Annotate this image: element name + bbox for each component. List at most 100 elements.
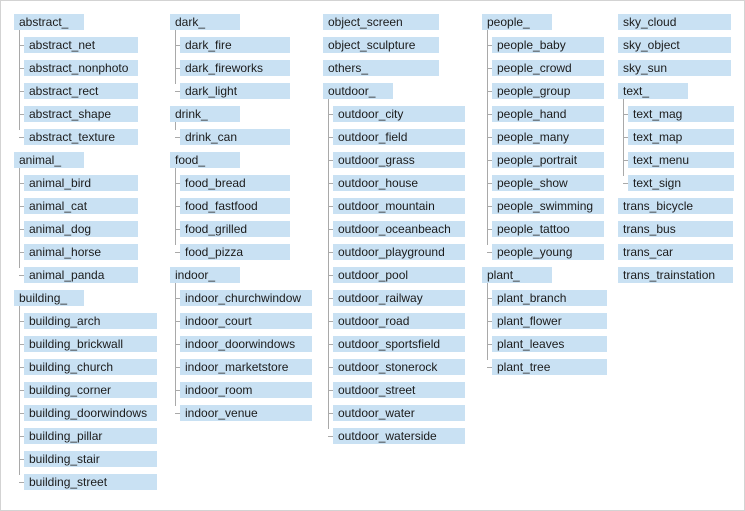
node-drink_[interactable]: drink_	[170, 106, 240, 122]
node-building_brickwall[interactable]: building_brickwall	[24, 336, 157, 352]
node-outdoor_grass[interactable]: outdoor_grass	[333, 152, 465, 168]
node-outdoor_oceanbeach[interactable]: outdoor_oceanbeach	[333, 221, 465, 237]
node-trans_bicycle[interactable]: trans_bicycle	[618, 198, 733, 214]
node-outdoor_stonerock[interactable]: outdoor_stonerock	[333, 359, 465, 375]
node-building_doorwindows[interactable]: building_doorwindows	[24, 405, 157, 421]
node-abstract_nonphoto[interactable]: abstract_nonphoto	[24, 60, 138, 76]
node-trans_bus[interactable]: trans_bus	[618, 221, 733, 237]
node-animal_cat[interactable]: animal_cat	[24, 198, 138, 214]
node-sky_cloud[interactable]: sky_cloud	[618, 14, 731, 30]
tree-group-others_: others_	[323, 60, 465, 76]
node-people_hand[interactable]: people_hand	[492, 106, 604, 122]
node-abstract_texture[interactable]: abstract_texture	[24, 129, 138, 145]
node-building_street[interactable]: building_street	[24, 474, 157, 490]
node-outdoor_[interactable]: outdoor_	[323, 83, 393, 99]
node-dark_fireworks[interactable]: dark_fireworks	[180, 60, 290, 76]
node-object_sculpture[interactable]: object_sculpture	[323, 37, 439, 53]
node-text_mag[interactable]: text_mag	[628, 106, 734, 122]
tree-row-text_map: text_map	[623, 129, 734, 145]
node-building_[interactable]: building_	[14, 290, 84, 306]
tree-group-building_: building_ building_arch building_brickwall…	[14, 290, 157, 490]
node-indoor_court[interactable]: indoor_court	[180, 313, 312, 329]
tree-group-trans_trainstation: trans_trainstation	[618, 267, 734, 283]
node-abstract_net[interactable]: abstract_net	[24, 37, 138, 53]
node-indoor_churchwindow[interactable]: indoor_churchwindow	[180, 290, 312, 306]
node-outdoor_sportsfield[interactable]: outdoor_sportsfield	[333, 336, 465, 352]
node-food_pizza[interactable]: food_pizza	[180, 244, 290, 260]
node-animal_bird[interactable]: animal_bird	[24, 175, 138, 191]
node-others_[interactable]: others_	[323, 60, 439, 76]
node-building_stair[interactable]: building_stair	[24, 451, 157, 467]
tree-row-outdoor_city: outdoor_city	[328, 106, 465, 122]
node-trans_trainstation[interactable]: trans_trainstation	[618, 267, 733, 283]
node-people_many[interactable]: people_many	[492, 129, 604, 145]
node-food_[interactable]: food_	[170, 152, 240, 168]
node-sky_sun[interactable]: sky_sun	[618, 60, 731, 76]
node-people_portrait[interactable]: people_portrait	[492, 152, 604, 168]
tree-row-plant_flower: plant_flower	[487, 313, 607, 329]
node-animal_[interactable]: animal_	[14, 152, 84, 168]
node-people_show[interactable]: people_show	[492, 175, 604, 191]
node-indoor_venue[interactable]: indoor_venue	[180, 405, 312, 421]
node-dark_fire[interactable]: dark_fire	[180, 37, 290, 53]
node-people_crowd[interactable]: people_crowd	[492, 60, 604, 76]
tree-row-people_group: people_group	[487, 83, 607, 99]
node-indoor_room[interactable]: indoor_room	[180, 382, 312, 398]
node-plant_leaves[interactable]: plant_leaves	[492, 336, 607, 352]
node-outdoor_mountain[interactable]: outdoor_mountain	[333, 198, 465, 214]
node-building_church[interactable]: building_church	[24, 359, 157, 375]
node-outdoor_pool[interactable]: outdoor_pool	[333, 267, 465, 283]
node-indoor_[interactable]: indoor_	[170, 267, 240, 283]
node-building_corner[interactable]: building_corner	[24, 382, 157, 398]
node-indoor_doorwindows[interactable]: indoor_doorwindows	[180, 336, 312, 352]
node-trans_car[interactable]: trans_car	[618, 244, 733, 260]
node-food_fastfood[interactable]: food_fastfood	[180, 198, 290, 214]
node-building_pillar[interactable]: building_pillar	[24, 428, 157, 444]
node-text_menu[interactable]: text_menu	[628, 152, 734, 168]
node-outdoor_playground[interactable]: outdoor_playground	[333, 244, 465, 260]
node-dark_light[interactable]: dark_light	[180, 83, 290, 99]
node-outdoor_water[interactable]: outdoor_water	[333, 405, 465, 421]
node-food_bread[interactable]: food_bread	[180, 175, 290, 191]
node-people_swimming[interactable]: people_swimming	[492, 198, 604, 214]
node-indoor_marketstore[interactable]: indoor_marketstore	[180, 359, 312, 375]
node-outdoor_field[interactable]: outdoor_field	[333, 129, 465, 145]
node-animal_horse[interactable]: animal_horse	[24, 244, 138, 260]
node-people_group[interactable]: people_group	[492, 83, 604, 99]
node-outdoor_city[interactable]: outdoor_city	[333, 106, 465, 122]
node-people_young[interactable]: people_young	[492, 244, 604, 260]
node-animal_dog[interactable]: animal_dog	[24, 221, 138, 237]
node-text_sign[interactable]: text_sign	[628, 175, 734, 191]
node-outdoor_road[interactable]: outdoor_road	[333, 313, 465, 329]
node-outdoor_waterside[interactable]: outdoor_waterside	[333, 428, 465, 444]
node-animal_panda[interactable]: animal_panda	[24, 267, 138, 283]
node-plant_[interactable]: plant_	[482, 267, 552, 283]
node-plant_branch[interactable]: plant_branch	[492, 290, 607, 306]
node-text_map[interactable]: text_map	[628, 129, 734, 145]
node-abstract_[interactable]: abstract_	[14, 14, 84, 30]
tree-row-dark_light: dark_light	[175, 83, 312, 99]
node-dark_[interactable]: dark_	[170, 14, 240, 30]
node-people_tattoo[interactable]: people_tattoo	[492, 221, 604, 237]
node-outdoor_railway[interactable]: outdoor_railway	[333, 290, 465, 306]
node-object_screen[interactable]: object_screen	[323, 14, 439, 30]
tree-row-outdoor_playground: outdoor_playground	[328, 244, 465, 260]
node-food_grilled[interactable]: food_grilled	[180, 221, 290, 237]
node-outdoor_street[interactable]: outdoor_street	[333, 382, 465, 398]
node-plant_tree[interactable]: plant_tree	[492, 359, 607, 375]
node-people_baby[interactable]: people_baby	[492, 37, 604, 53]
node-building_arch[interactable]: building_arch	[24, 313, 157, 329]
node-abstract_shape[interactable]: abstract_shape	[24, 106, 138, 122]
node-plant_flower[interactable]: plant_flower	[492, 313, 607, 329]
tree-row-outdoor_sportsfield: outdoor_sportsfield	[328, 336, 465, 352]
tree-row-outdoor_waterside: outdoor_waterside	[328, 428, 465, 444]
node-people_[interactable]: people_	[482, 14, 552, 30]
node-drink_can[interactable]: drink_can	[180, 129, 290, 145]
tree-row-food_pizza: food_pizza	[175, 244, 312, 260]
node-outdoor_house[interactable]: outdoor_house	[333, 175, 465, 191]
tree-children-food_: food_bread food_fastfood food_grilled food_…	[170, 168, 312, 260]
node-text_[interactable]: text_	[618, 83, 688, 99]
node-sky_object[interactable]: sky_object	[618, 37, 731, 53]
node-abstract_rect[interactable]: abstract_rect	[24, 83, 138, 99]
